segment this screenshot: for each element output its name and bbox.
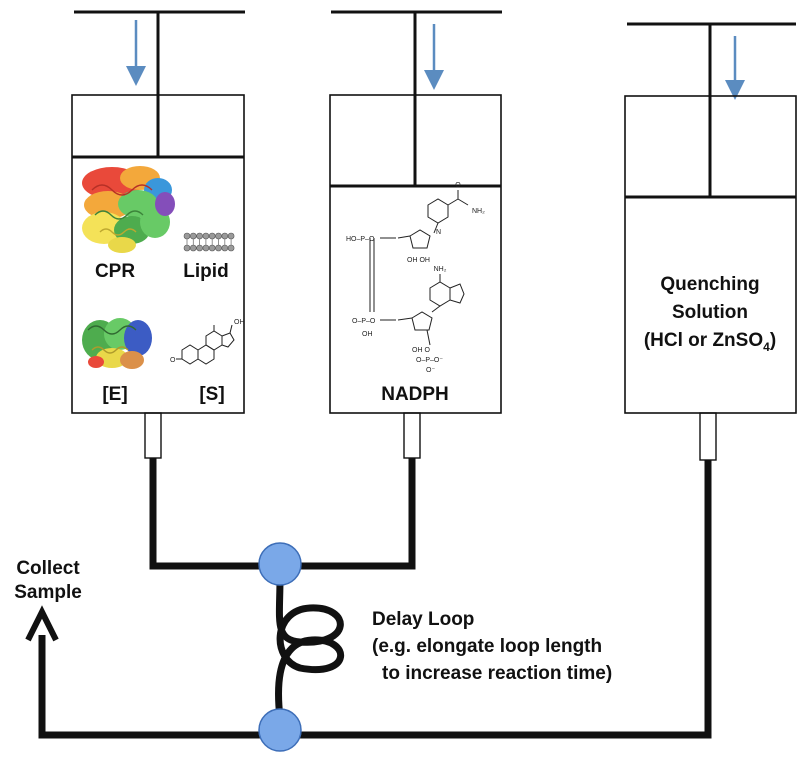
quench-label-line3: (HCl or ZnSO4)	[644, 330, 776, 354]
enzyme-label: [E]	[102, 384, 127, 405]
substrate-oh-text: OH	[234, 319, 245, 326]
syringe-middle: O NH₂ N HO–P–O OH OH NH₂ O–P–O OH OH O O…	[329, 10, 502, 459]
lipid-head	[190, 244, 197, 252]
delay-loop-note-line2: to increase reaction time)	[382, 663, 612, 684]
nadph-atom-text: O–P–O	[352, 318, 376, 325]
substrate-label: [S]	[199, 384, 224, 405]
tube-output	[38, 635, 268, 739]
quench-label-line1: Quenching	[660, 274, 759, 295]
nadph-label: NADPH	[381, 384, 449, 405]
lipid-head	[227, 232, 235, 240]
nadph-atom-text: OH	[362, 331, 373, 338]
collect-label-line2: Sample	[14, 582, 82, 603]
lipid-head	[196, 244, 203, 252]
delay-loop-note-line1: (e.g. elongate loop length	[372, 636, 602, 657]
nadph-atom-text: O⁻	[426, 367, 435, 374]
syringe-tip-left	[144, 412, 162, 459]
tube-middle-to-mixer	[290, 458, 416, 570]
syringe-left: CPR Lipid [E] OH O [S]	[71, 10, 245, 459]
lipid-label: Lipid	[183, 261, 228, 282]
nadph-atom-text: O	[455, 182, 461, 189]
delay-loop-title: Delay Loop	[372, 609, 474, 630]
nadph-atom-text: HO–P–O	[346, 236, 375, 243]
nadph-atom-text: OH OH	[407, 257, 430, 264]
lipid-bilayer-icon	[183, 232, 235, 252]
lipid-head	[202, 244, 210, 252]
nadph-structure-icon	[369, 190, 469, 346]
delay-loop-coil	[274, 577, 344, 719]
nadph-atom-text: NH₂	[472, 208, 485, 215]
tube-quench-to-mixer	[292, 460, 712, 739]
mixer-one	[258, 542, 302, 586]
lipid-head	[221, 232, 229, 240]
syringe-right: Quenching Solution (HCl or ZnSO4)	[624, 22, 797, 461]
nadph-atom-text: NH₂	[434, 266, 447, 273]
steroid-substrate-icon	[176, 324, 235, 365]
lipid-head	[208, 244, 216, 252]
lipid-head	[215, 232, 222, 240]
lipid-head	[196, 232, 203, 240]
nadph-atom-text: OH O	[412, 347, 430, 354]
nadph-atom-text: N	[436, 229, 441, 236]
quench-label-line2: Solution	[672, 302, 748, 323]
enzyme-protein-icon	[82, 318, 152, 369]
lipid-head	[183, 244, 191, 252]
lipid-head	[208, 232, 216, 240]
tubing	[38, 458, 712, 739]
lipid-head	[183, 232, 191, 240]
syringe-tip-middle	[403, 412, 421, 459]
lipid-head	[221, 244, 229, 252]
tube-left-to-mixer	[149, 458, 276, 570]
mixer-two	[258, 708, 302, 752]
collect-label-line1: Collect	[16, 558, 80, 579]
substrate-o-text: O	[170, 357, 176, 364]
cpr-label: CPR	[95, 261, 135, 282]
lipid-head	[227, 244, 235, 252]
lipid-head	[202, 232, 210, 240]
cpr-protein-icon	[82, 166, 175, 253]
nadph-atom-text: O–P–O⁻	[416, 357, 443, 364]
output-arrow-icon	[25, 605, 59, 642]
lipid-head	[190, 232, 197, 240]
lipid-head	[215, 244, 222, 252]
syringe-tip-right	[699, 412, 717, 461]
